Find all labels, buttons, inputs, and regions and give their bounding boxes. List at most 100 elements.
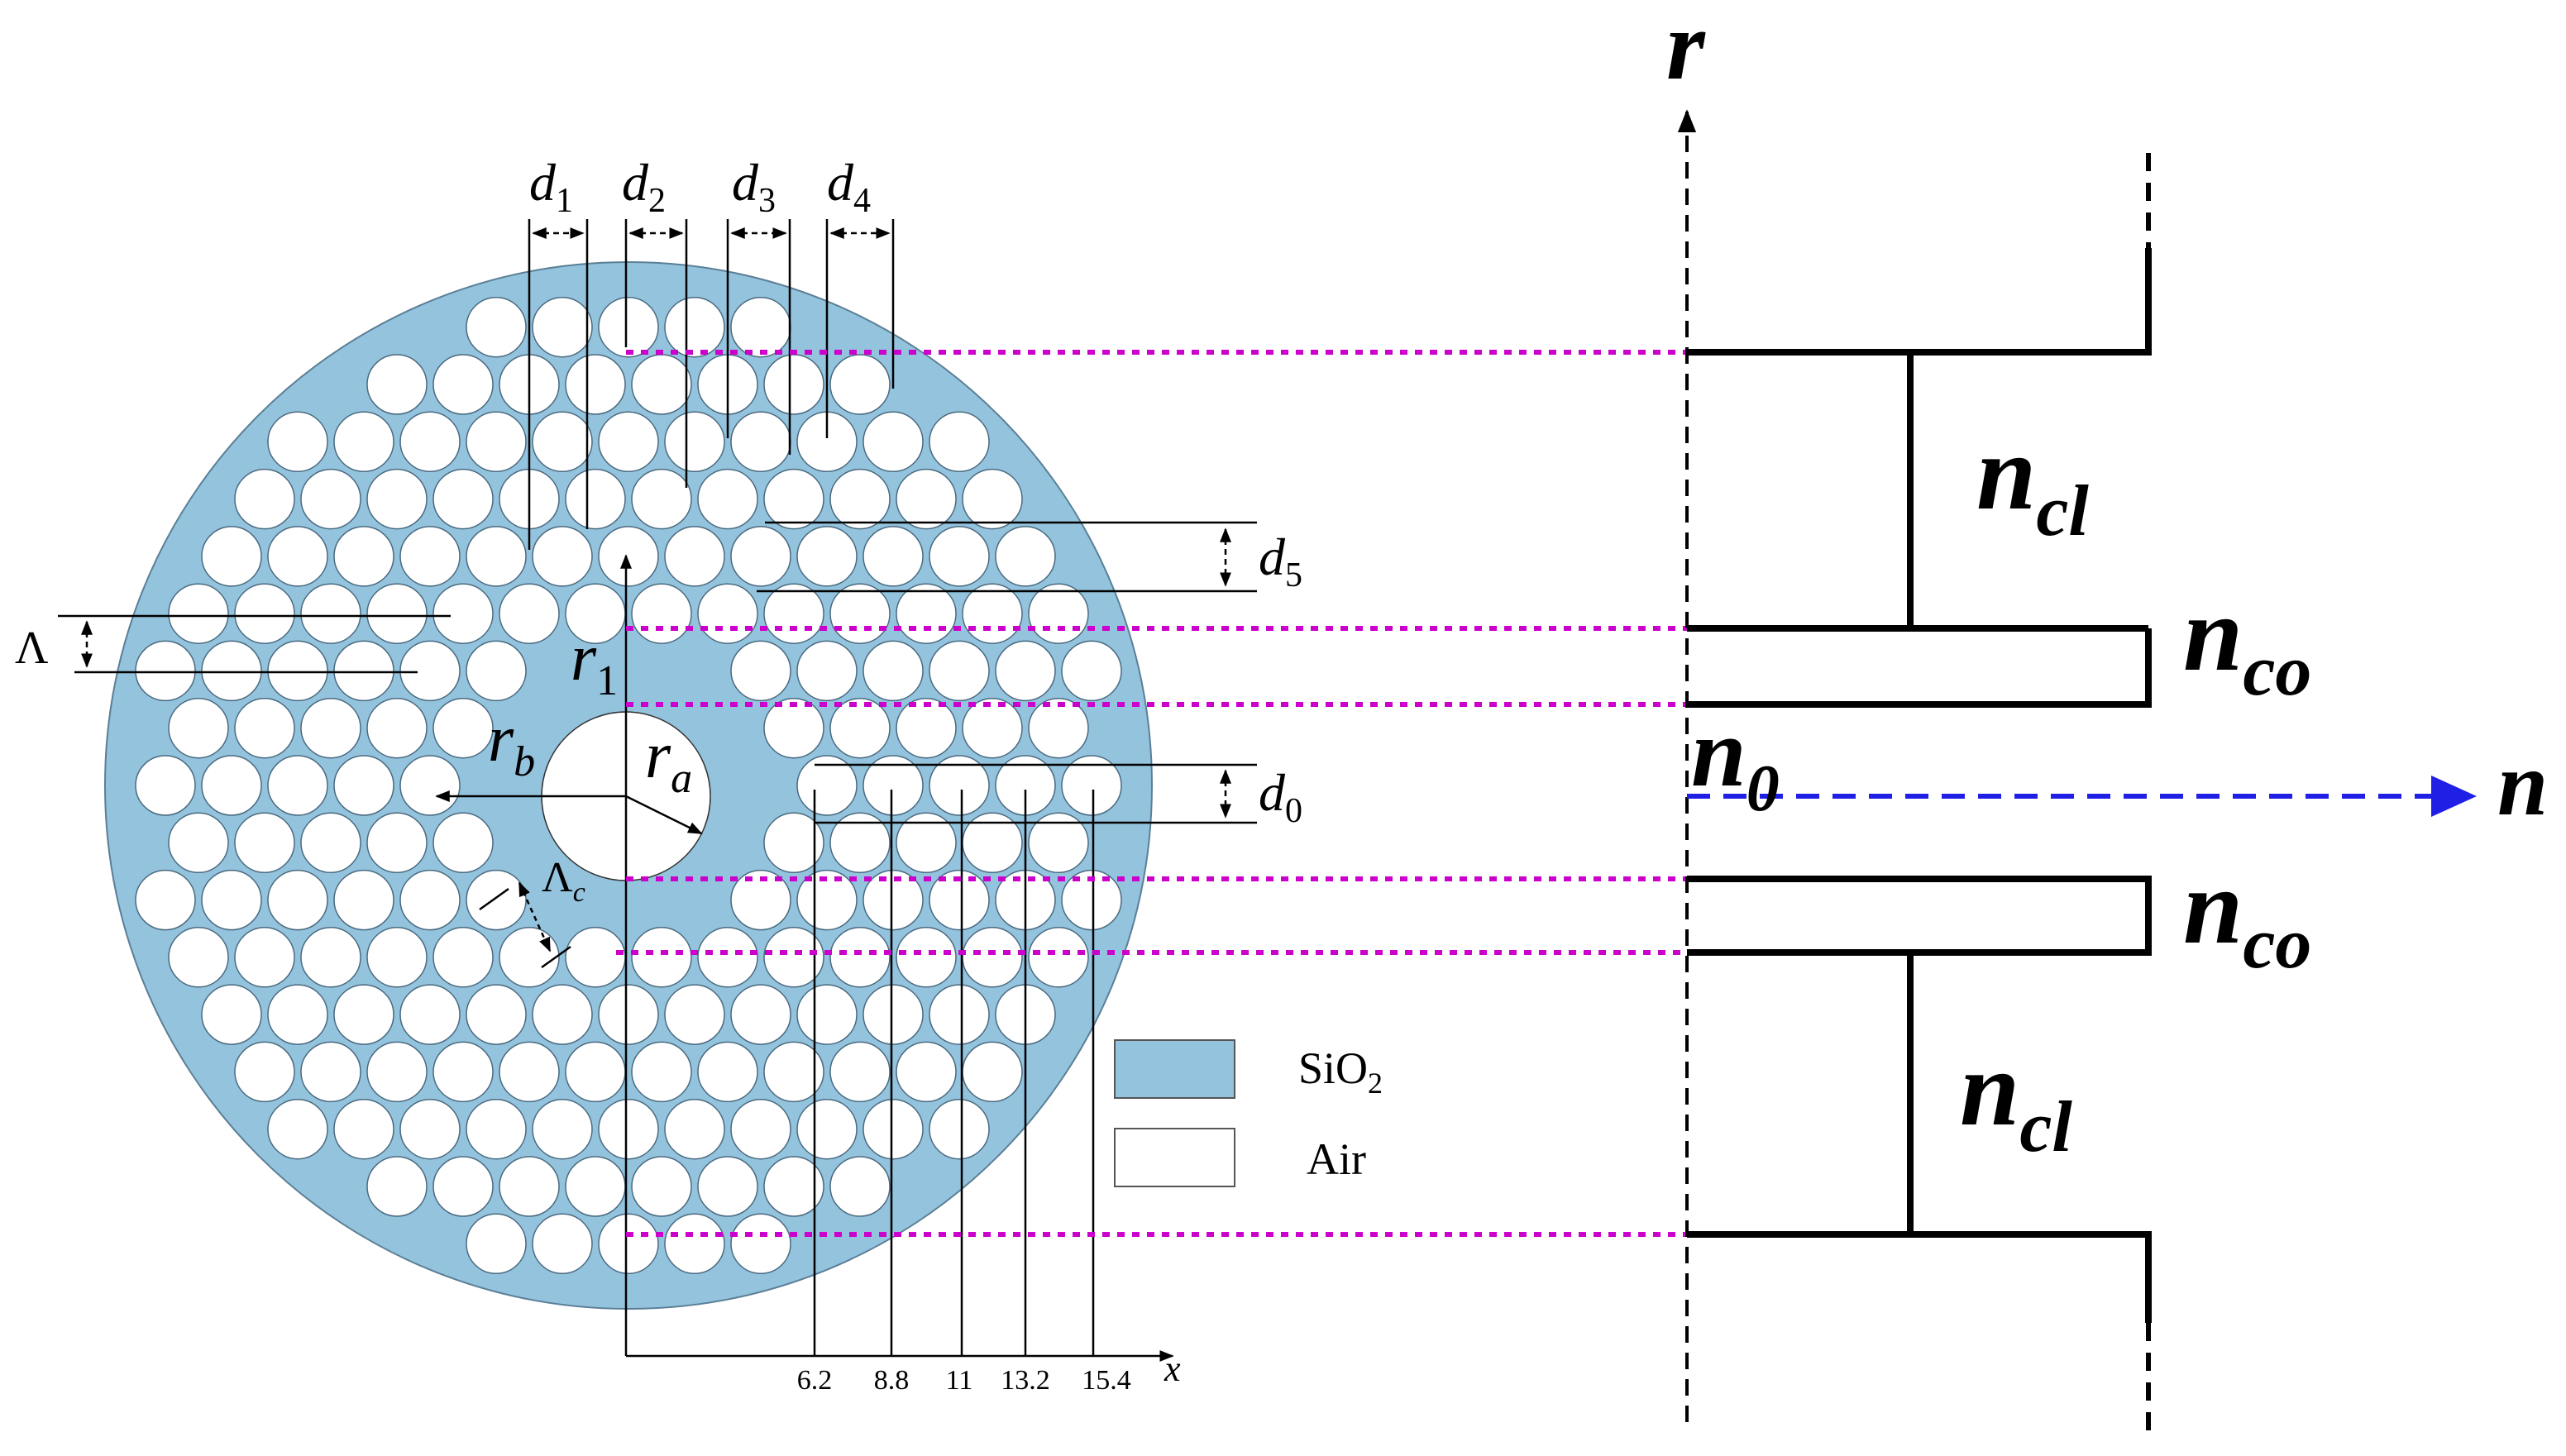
air-hole: [1061, 755, 1122, 816]
air-hole: [962, 468, 1023, 530]
legend: SiO2 Air: [1114, 1039, 1383, 1187]
legend-swatch-sio2: [1114, 1039, 1235, 1099]
guide-lines: [616, 350, 1749, 1237]
air-hole: [829, 812, 891, 874]
air-hole: [333, 984, 394, 1045]
air-holes: [135, 296, 1122, 1275]
air-hole: [763, 1041, 824, 1103]
air-hole: [631, 468, 692, 530]
air-hole: [333, 755, 394, 816]
air-hole: [168, 697, 229, 759]
air-hole: [863, 869, 924, 931]
air-hole: [730, 296, 791, 358]
air-hole: [763, 1156, 824, 1217]
air-hole: [664, 1098, 725, 1160]
label-ncl-bottom: ncl: [1960, 1029, 2072, 1167]
air-hole: [399, 526, 461, 587]
air-hole: [234, 1041, 295, 1103]
air-hole: [333, 1098, 394, 1160]
air-hole: [432, 697, 494, 759]
air-hole: [499, 927, 560, 988]
label-lambda: Λ: [15, 623, 49, 674]
air-hole: [532, 411, 593, 473]
profile-steps: [1687, 248, 2152, 1323]
air-hole: [863, 1098, 924, 1160]
air-hole: [565, 927, 626, 988]
air-hole: [432, 1156, 494, 1217]
air-hole: [763, 697, 824, 759]
x-tick-label: 11: [946, 1365, 973, 1396]
r-axis-label: r: [1666, 0, 1706, 100]
air-hole: [399, 1098, 461, 1160]
air-hole: [929, 869, 990, 931]
air-hole: [201, 869, 262, 931]
air-hole: [929, 640, 990, 702]
air-hole: [499, 1041, 560, 1103]
air-hole: [399, 984, 461, 1045]
air-hole: [664, 526, 725, 587]
air-hole: [896, 812, 957, 874]
air-hole: [300, 583, 361, 644]
air-hole: [962, 927, 1023, 988]
air-hole: [399, 755, 461, 816]
air-hole: [466, 1213, 527, 1275]
air-hole: [135, 869, 196, 931]
label-r1: r1: [571, 622, 618, 704]
air-hole: [863, 411, 924, 473]
air-hole: [796, 640, 858, 702]
air-hole: [697, 583, 758, 644]
air-hole: [598, 1213, 659, 1275]
air-hole: [532, 1098, 593, 1160]
air-hole: [730, 411, 791, 473]
air-hole: [267, 411, 328, 473]
air-hole: [631, 927, 692, 988]
label-nco-top: nco: [2183, 575, 2311, 711]
air-hole: [565, 468, 626, 530]
air-hole: [234, 927, 295, 988]
air-hole: [896, 1041, 957, 1103]
air-hole: [962, 1041, 1023, 1103]
x-axis-label: x: [1164, 1349, 1181, 1389]
x-axis-ticks: 6.2 8.8 11 13.2 15.4 x: [797, 1349, 1181, 1396]
label-d2: d2: [622, 153, 666, 220]
air-hole: [829, 1156, 891, 1217]
legend-label-sio2: SiO2: [1298, 1043, 1383, 1100]
legend-swatch-air: [1114, 1128, 1235, 1187]
air-hole: [366, 812, 428, 874]
air-hole: [366, 927, 428, 988]
air-hole: [466, 296, 527, 358]
air-hole: [598, 984, 659, 1045]
label-rb: rb: [488, 703, 535, 785]
air-hole: [168, 812, 229, 874]
air-hole: [763, 927, 824, 988]
air-hole: [863, 984, 924, 1045]
air-hole: [300, 697, 361, 759]
air-hole: [1061, 640, 1122, 702]
legend-label-air: Air: [1307, 1134, 1366, 1184]
air-hole: [499, 1156, 560, 1217]
air-hole: [135, 640, 196, 702]
air-hole: [829, 1041, 891, 1103]
air-hole: [300, 1041, 361, 1103]
air-hole: [267, 984, 328, 1045]
air-hole: [201, 526, 262, 587]
air-hole: [896, 468, 957, 530]
air-hole: [201, 755, 262, 816]
air-hole: [829, 927, 891, 988]
air-hole: [201, 984, 262, 1045]
air-hole: [598, 1098, 659, 1160]
air-hole: [399, 640, 461, 702]
air-hole: [896, 927, 957, 988]
air-hole: [929, 526, 990, 587]
air-hole: [532, 526, 593, 587]
label-nco-bottom: nco: [2183, 847, 2311, 984]
air-hole: [763, 468, 824, 530]
air-hole: [168, 927, 229, 988]
air-hole: [466, 869, 527, 931]
air-hole: [466, 411, 527, 473]
air-hole: [1028, 697, 1089, 759]
air-hole: [366, 468, 428, 530]
air-hole: [565, 1156, 626, 1217]
air-hole: [135, 755, 196, 816]
